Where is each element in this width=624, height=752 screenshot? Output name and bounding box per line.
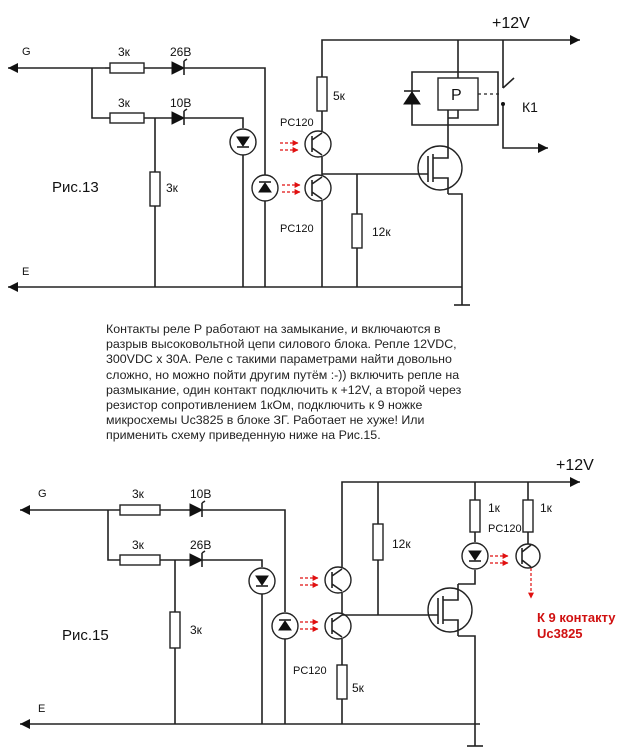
fig13-r1-label: 3к — [118, 45, 131, 59]
fig13-e-label: E — [22, 266, 29, 278]
fig15-r4-label: 12к — [392, 537, 411, 551]
description-paragraph: Контакты реле Р работают на замыкание, и… — [106, 322, 462, 443]
fig15-r7-label: 1к — [540, 501, 553, 515]
fig13-resistor-r1 — [109, 62, 145, 74]
fig13-zener1-label: 26В — [170, 45, 191, 59]
fig15-zener2-label: 26В — [190, 538, 211, 552]
fig15-resistor-r4 — [372, 523, 384, 561]
fig15-resistor-r6 — [469, 499, 481, 533]
fig15-resistor-r2 — [119, 554, 161, 566]
fig13-r2-label: 3к — [118, 96, 131, 110]
fig13-opto1-label: PC120 — [280, 117, 314, 129]
fig13-flyback-diode — [403, 91, 421, 105]
fig13-contact-label: К1 — [522, 99, 538, 115]
fig15-zener-10v — [189, 503, 204, 517]
fig15-r5-label: 5к — [352, 681, 365, 695]
fig15-g-label: G — [38, 488, 47, 500]
fig13-resistor-r2 — [109, 112, 145, 124]
fig15-opto3-label: PC120 — [488, 523, 522, 535]
fig13-r5-label: 12к — [372, 225, 391, 239]
fig13-mosfet — [417, 145, 463, 191]
fig13-caption: Рис.13 — [52, 179, 99, 196]
fig15-mosfet — [427, 587, 473, 633]
figure-15: G E 3к 10В 3к 26В 3к — [20, 457, 616, 747]
fig13-opto2-label: PC120 — [280, 223, 314, 235]
fig15-output-label-2: Uc3825 — [537, 626, 583, 641]
fig15-output-label-1: К 9 контакту — [537, 610, 616, 625]
fig13-resistor-r4 — [316, 76, 328, 112]
fig15-resistor-r1 — [119, 504, 161, 516]
fig15-resistor-r3 — [169, 611, 181, 649]
fig15-resistor-r5 — [336, 664, 348, 700]
fig13-zener-26v — [171, 61, 186, 75]
fig13-supply-label: +12V — [492, 15, 530, 32]
figure-13: G E 3к 26В 3к 10В 3к — [8, 15, 580, 306]
fig13-relay-label: P — [451, 87, 462, 104]
fig15-opto-label: PC120 — [293, 665, 327, 677]
fig13-zener2-label: 10В — [170, 96, 191, 110]
fig15-r2-label: 3к — [132, 538, 145, 552]
fig15-e-label: E — [38, 703, 45, 715]
fig15-caption: Рис.15 — [62, 627, 109, 644]
fig15-r6-label: 1к — [488, 501, 501, 515]
fig13-r4-label: 5к — [333, 89, 346, 103]
fig13-g-label: G — [22, 46, 31, 58]
fig13-resistor-r3 — [149, 171, 161, 207]
fig15-supply-label: +12V — [556, 457, 594, 474]
fig13-r3-label: 3к — [166, 181, 179, 195]
fig15-r1-label: 3к — [132, 487, 145, 501]
fig15-r3-label: 3к — [190, 623, 203, 637]
fig15-zener1-label: 10В — [190, 487, 211, 501]
fig15-zener-26v — [189, 553, 204, 567]
fig15-resistor-r7 — [522, 499, 534, 533]
fig13-zener-10v — [171, 111, 186, 125]
fig13-resistor-r5 — [351, 213, 363, 249]
